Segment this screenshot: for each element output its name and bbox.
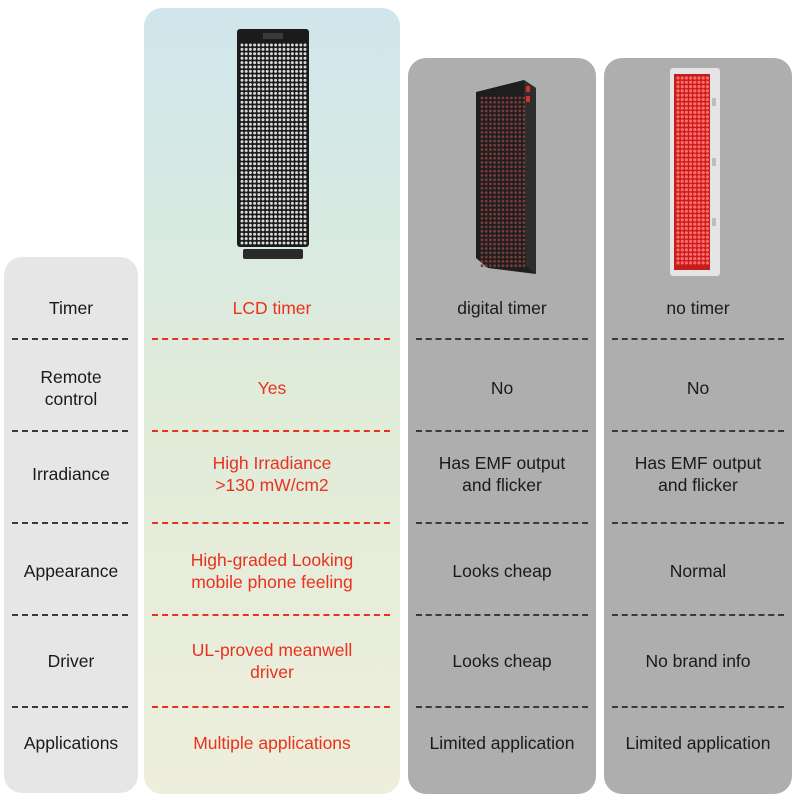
cell-competitor-b-row-4: Looks cheap	[452, 561, 552, 581]
cell-competitor-b-row-2: No	[490, 378, 514, 398]
cell-competitor-b-row-1: digital timer	[457, 298, 547, 318]
row-divider	[152, 614, 390, 616]
row-divider	[12, 430, 128, 432]
row-divider	[152, 430, 390, 432]
cell-label-row-5: Driver	[47, 651, 95, 671]
cell-ours-row-3: High Irradiance >130 mW/cm2	[212, 453, 332, 495]
cell-ours-row-2: Yes	[257, 378, 287, 398]
row-divider	[612, 522, 784, 524]
row-divider	[416, 706, 588, 708]
row-divider	[416, 614, 588, 616]
led-panel-lcd-image	[237, 29, 309, 259]
row-divider	[416, 430, 588, 432]
row-divider	[612, 338, 784, 340]
led-panel-tilted-image	[476, 80, 536, 274]
row-divider	[152, 706, 390, 708]
cell-label-row-3: Irradiance	[32, 464, 110, 484]
row-divider	[152, 522, 390, 524]
cell-label-row-2: Remote control	[40, 367, 102, 409]
cell-label-row-1: Timer	[48, 298, 94, 318]
cell-competitor-c-row-6: Limited application	[625, 733, 771, 753]
row-divider	[12, 522, 128, 524]
cell-label-row-4: Appearance	[23, 561, 119, 581]
cell-ours-row-5: UL-proved meanwell driver	[191, 640, 353, 682]
row-divider	[12, 706, 128, 708]
cell-ours-row-6: Multiple applications	[193, 733, 351, 753]
row-divider	[152, 338, 390, 340]
cell-competitor-b-row-5: Looks cheap	[452, 651, 552, 671]
cell-competitor-c-row-5: No brand info	[645, 651, 751, 671]
cell-ours-row-4: High-graded Looking mobile phone feeling	[190, 550, 354, 592]
row-divider	[416, 522, 588, 524]
cell-competitor-c-row-4: Normal	[669, 561, 727, 581]
row-divider	[612, 706, 784, 708]
cell-ours-row-1: LCD timer	[232, 298, 312, 318]
row-divider	[416, 338, 588, 340]
cell-competitor-b-row-3: Has EMF output and flicker	[438, 453, 566, 495]
cell-competitor-c-row-3: Has EMF output and flicker	[634, 453, 762, 495]
cell-competitor-c-row-1: no timer	[666, 298, 730, 318]
cell-label-row-6: Applications	[23, 733, 119, 753]
cell-competitor-c-row-2: No	[686, 378, 710, 398]
row-divider	[12, 614, 128, 616]
label-column	[4, 257, 138, 793]
red-led-panel-image	[670, 68, 720, 276]
row-divider	[612, 614, 784, 616]
row-divider	[612, 430, 784, 432]
cell-competitor-b-row-6: Limited application	[429, 733, 575, 753]
row-divider	[12, 338, 128, 340]
